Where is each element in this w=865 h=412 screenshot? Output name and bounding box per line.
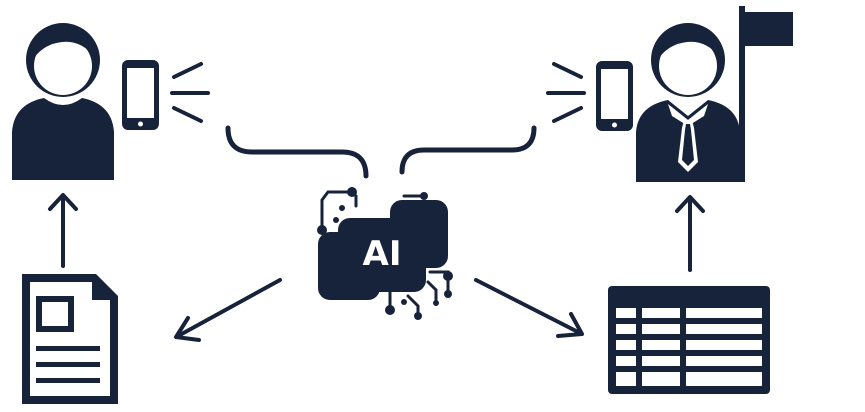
left-smartphone-icon xyxy=(122,60,159,130)
document-icon xyxy=(22,274,118,404)
table-to-businessman-arrow xyxy=(675,195,705,272)
flag-icon xyxy=(739,6,793,182)
ai-chip-label: AI xyxy=(363,234,402,274)
left-connector xyxy=(225,125,369,179)
right-businessman-icon xyxy=(636,23,740,182)
spreadsheet-icon xyxy=(608,286,770,394)
document-to-person-arrow xyxy=(48,193,78,268)
right-smartphone-icon xyxy=(596,61,633,131)
left-person-icon xyxy=(12,23,114,180)
ai-to-table-arrow xyxy=(474,278,584,338)
ai-to-document-arrow xyxy=(174,278,282,342)
right-connector xyxy=(399,125,537,175)
ai-chip-icon: AI xyxy=(317,187,453,320)
connector-lines xyxy=(225,125,537,179)
right-signal-icon xyxy=(546,62,586,123)
left-signal-icon xyxy=(170,62,210,123)
